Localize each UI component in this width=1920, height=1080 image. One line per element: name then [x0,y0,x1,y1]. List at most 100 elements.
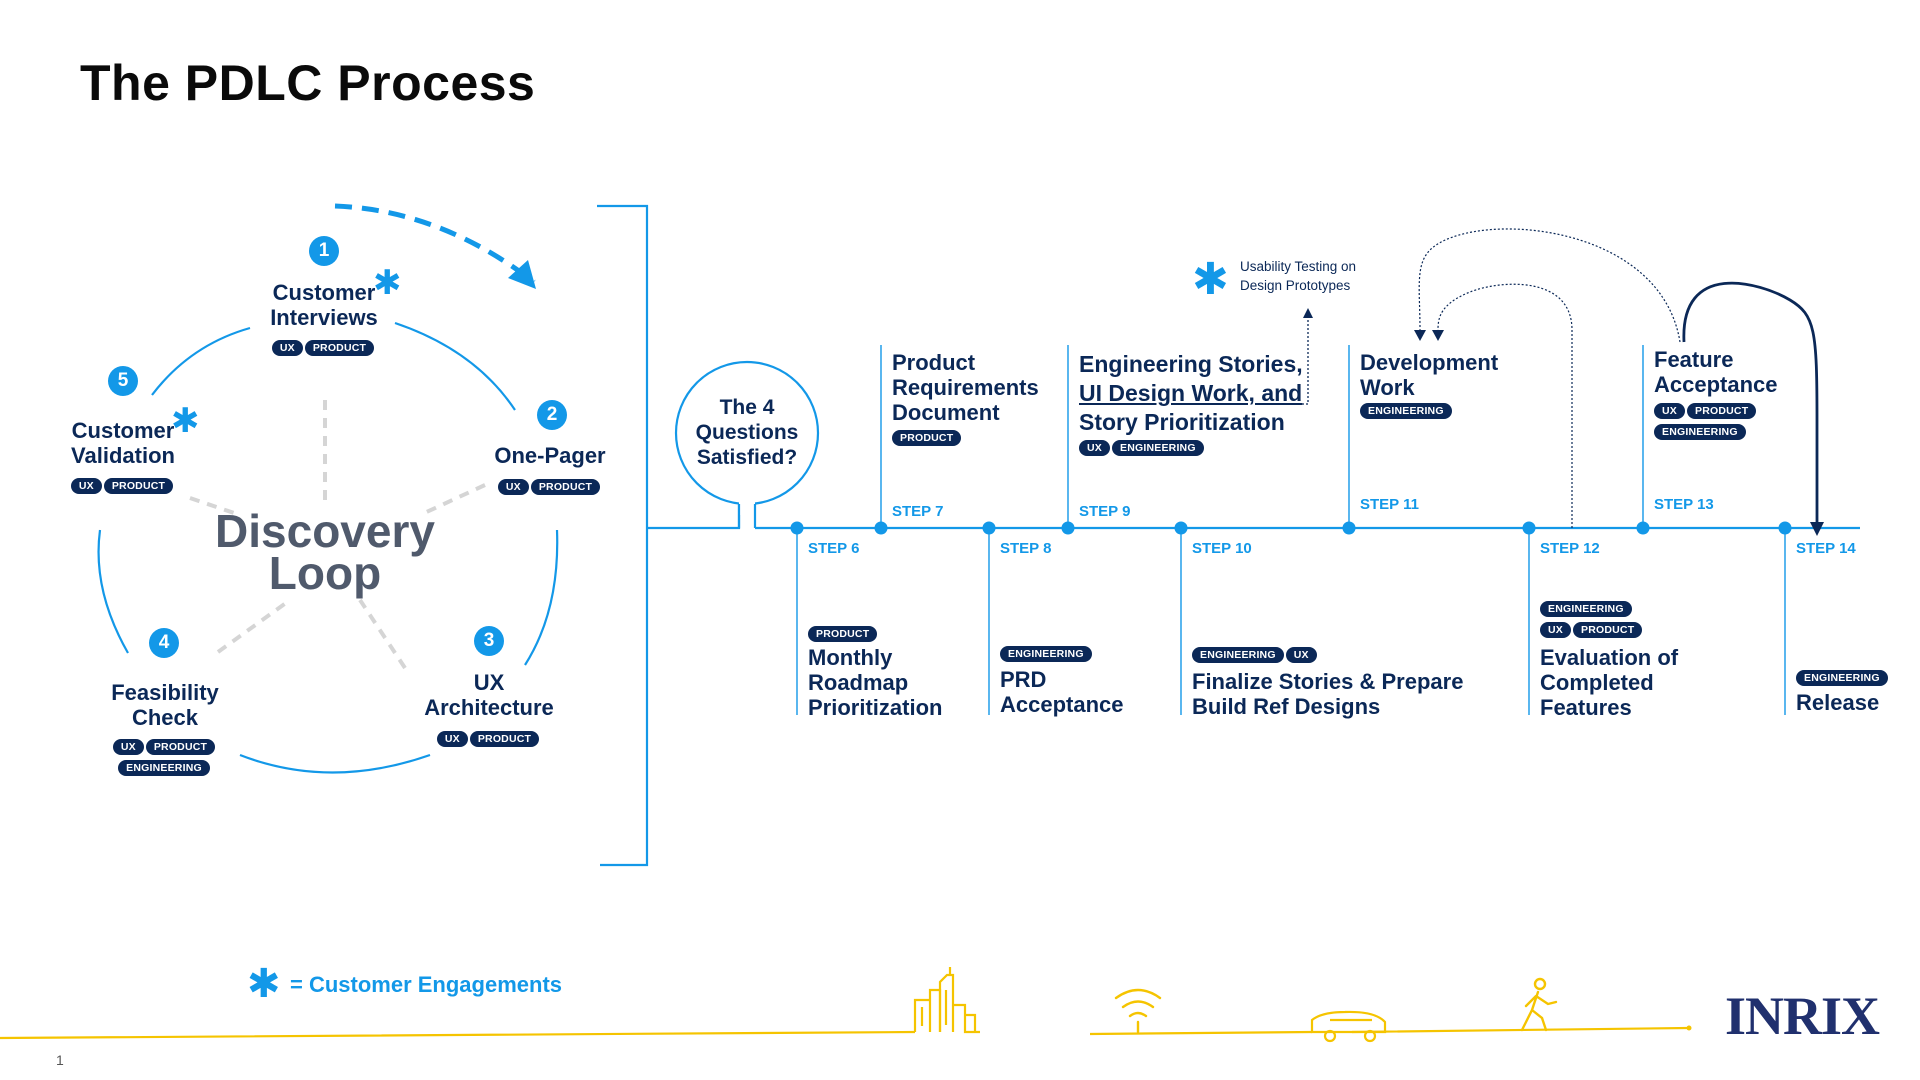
tag-product: PRODUCT [145,739,216,755]
loop-spokes [189,400,486,670]
gate-question: The 4 Questions Satisfied? [672,395,822,470]
step-12-title-line3: Features [1540,695,1632,720]
tag-engineering: ENGINEERING [118,760,210,776]
step-13-tags-row2: ENGINEERING [1654,424,1748,444]
tag-engineering: ENGINEERING [1654,424,1746,440]
asterisk-icon: ✱ [171,402,200,440]
discovery-loop-label: Discovery Loop [210,505,440,599]
step-6-title-line1: Monthly [808,645,893,670]
step-7-title-line3: Document [892,400,1000,425]
step-12-tags: ENGINEERING [1540,601,1634,621]
step-9-label: STEP 9 [1079,503,1131,520]
step-10-title: Finalize Stories & Prepare Build Ref Des… [1192,669,1463,719]
step-6-title: Monthly Roadmap Prioritization [808,645,942,720]
step-8-label: STEP 8 [1000,540,1052,557]
asterisk-icon: ✱ [247,962,281,1006]
tag-engineering: ENGINEERING [1360,403,1452,419]
tag-product: PRODUCT [808,626,878,642]
tag-product: PRODUCT [530,479,601,495]
asterisk-icon: ✱ [1192,255,1229,304]
loop-step-3-number: 3 [474,626,504,656]
usability-connector [1298,315,1309,405]
tag-product: PRODUCT [469,731,540,747]
tag-ux: UX [1285,647,1317,663]
step-13-label: STEP 13 [1654,496,1714,513]
pedestrian-icon [1520,977,1558,1032]
gate-question-line1: The 4 [719,396,775,419]
step-12-label: STEP 12 [1540,540,1600,557]
step-8-title: PRD Acceptance [1000,667,1124,717]
loop-step-2-title: One-Pager [475,443,625,468]
loop-step-1-number: 1 [309,236,339,266]
loop-step-5-number: 5 [108,366,138,396]
step-6-label: STEP 6 [808,540,860,557]
tag-product: PRODUCT [1573,622,1643,638]
discovery-loop-label-line1: Discovery [215,505,435,557]
step-14-title-line1: Release [1796,690,1880,715]
usability-note-line2: Design Prototypes [1240,278,1351,293]
step-6-tags: PRODUCT [808,626,879,646]
loop-step-4-title: Feasibility Check [90,680,240,730]
loop-direction-arrow [334,203,536,284]
wifi-signal-icon [1114,988,1162,1034]
usability-note: Usability Testing on Design Prototypes [1240,257,1356,295]
step-8-title-line1: PRD [1000,667,1047,692]
tag-engineering: ENGINEERING [1112,440,1204,456]
release-arrow [1682,281,1819,525]
asterisk-icon: ✱ [373,264,402,302]
discovery-loop-label-line2: Loop [268,547,382,599]
step-9-title: Engineering Stories, UI Design Work, and… [1079,350,1303,437]
loop-step-2-title-line1: One-Pager [494,443,606,468]
step-11-label: STEP 11 [1360,496,1419,513]
tag-product: PRODUCT [1687,403,1757,419]
step-11-title-line1: Development [1360,350,1499,375]
loop-step-5-title: Customer Validation [48,418,198,468]
tag-engineering: ENGINEERING [1000,646,1092,662]
step-7-tags: PRODUCT [892,430,963,450]
loop-step-4-number: 4 [149,628,179,658]
car-icon [1310,1010,1387,1043]
tag-product: PRODUCT [103,478,174,494]
usability-note-line1: Usability Testing on [1240,259,1357,274]
step-7-title: Product Requirements Document [892,350,1039,425]
step-14-tags: ENGINEERING [1796,670,1890,690]
step-6-title-line2: Roadmap [808,670,909,695]
gate-question-line3: Satisfied? [696,446,798,469]
tag-product: PRODUCT [304,340,375,356]
gate-connector [647,504,741,530]
loop-step-4-tags-row2: ENGINEERING [90,760,240,780]
legend-text: = Customer Engagements [290,972,563,997]
step-11-tags: ENGINEERING [1360,403,1454,423]
feedback-loop-outer [1418,228,1681,343]
loop-arcs [97,321,559,774]
tag-ux: UX [436,731,468,747]
step-10-label: STEP 10 [1192,540,1252,557]
tag-ux: UX [1654,403,1685,419]
loop-step-1-title-line1: Customer [272,280,376,305]
step-9-title-line1: Engineering Stories, [1079,351,1303,377]
loop-step-3-title-line1: UX [473,670,505,695]
step-12-title-line2: Completed [1540,670,1654,695]
loop-step-4-title-line2: Check [131,705,199,730]
step-12-title-line1: Evaluation of [1540,645,1679,670]
step-14-title: Release [1796,690,1879,715]
tag-ux: UX [271,340,303,356]
step-8-tags: ENGINEERING [1000,646,1094,666]
loop-step-3-title: UX Architecture [414,670,564,720]
step-9-title-line2: UI Design Work, and [1079,380,1303,406]
loop-step-2-number: 2 [537,400,567,430]
loop-step-4-title-line1: Feasibility [111,680,219,705]
tag-ux: UX [112,739,144,755]
step-7-title-line1: Product [892,350,976,375]
gate-question-line2: Questions [695,421,799,444]
step-9-title-line3: Story Prioritization [1079,409,1285,435]
loop-step-1-title: Customer Interviews [244,280,404,330]
step-11-title: Development Work [1360,350,1498,400]
